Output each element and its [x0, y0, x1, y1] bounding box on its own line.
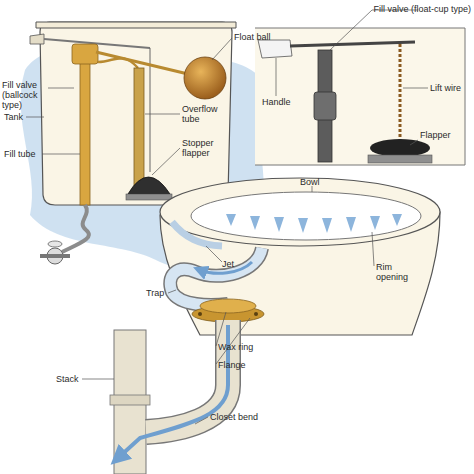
inset-tank: [255, 28, 465, 165]
leader-line: [330, 10, 372, 50]
stopper-flapper: [128, 177, 170, 194]
float-ball: [184, 57, 226, 99]
part-label: Overflow tube: [182, 104, 230, 124]
leader-line: [145, 114, 180, 115]
overflow-tube: [134, 68, 144, 186]
bowl-rim: [160, 178, 440, 246]
shutoff-handle: [48, 241, 62, 247]
inset-valve-seat: [368, 155, 432, 163]
leader-line: [403, 88, 428, 89]
inset-lift-wire: [399, 44, 402, 140]
leader-line: [410, 140, 418, 145]
flow-arrow: [322, 218, 332, 233]
stack-fitting: [110, 395, 150, 405]
leader-line: [212, 38, 232, 60]
inset-trip-lever: [290, 42, 415, 46]
leader-line: [152, 148, 180, 175]
leader-line: [372, 232, 374, 266]
tank-handle: [30, 34, 44, 44]
part-label: Wax ring: [218, 342, 278, 352]
flange-bolt: [198, 312, 202, 316]
leader-line: [82, 379, 114, 380]
part-label: Fill tube: [4, 149, 44, 159]
part-label: Tank: [4, 112, 44, 122]
tank-lid: [36, 22, 236, 28]
part-label: Closet bend: [210, 412, 280, 422]
fill-tube: [98, 58, 138, 68]
part-label: Stack: [56, 374, 86, 384]
flange-bolt: [254, 312, 258, 316]
shutoff-pipe: [40, 254, 70, 258]
part-label: Fill valve (ballcock type): [2, 80, 48, 110]
inset-flapper: [370, 139, 430, 157]
flow-arrow: [370, 216, 380, 230]
ballcock-head: [72, 44, 98, 64]
part-label: Lift wire: [430, 83, 474, 93]
jet-channel: [172, 222, 222, 246]
waste-flow-arrow: [118, 325, 228, 458]
lift-chain: [150, 48, 151, 172]
float-cup: [314, 92, 336, 120]
flow-arrow: [346, 217, 356, 232]
leader-line: [216, 312, 226, 346]
part-label: Trap: [146, 288, 176, 298]
fill-valve-shaft: [80, 60, 90, 205]
supply-line: [62, 205, 89, 252]
part-label: Flange: [218, 360, 278, 370]
bowl-opening: [191, 192, 421, 240]
flow-arrow: [250, 216, 260, 230]
part-label: Stopper flapper: [182, 138, 230, 158]
leader-lines: [26, 10, 428, 424]
part-label: Rim opening: [376, 262, 420, 282]
flush-valve-seat: [126, 194, 172, 200]
part-label: Handle: [262, 97, 312, 107]
flow-arrow: [298, 218, 308, 233]
leader-line: [48, 88, 74, 89]
leader-line: [26, 117, 44, 118]
leader-line: [276, 58, 277, 96]
leader-line: [168, 290, 176, 293]
wax-ring: [200, 299, 256, 313]
leader-line: [195, 417, 208, 424]
flow-arrow: [392, 214, 402, 226]
leader-line: [206, 246, 222, 262]
leader-line: [42, 154, 80, 155]
part-label: Flapper: [420, 130, 470, 140]
part-label: Float ball: [234, 32, 304, 42]
flow-arrow: [226, 214, 236, 226]
inset-handle: [258, 40, 292, 58]
part-label: Fill valve (float-cup type): [345, 4, 471, 14]
leader-line: [216, 318, 250, 364]
tank-body: [40, 22, 232, 205]
part-label: Bowl: [300, 177, 340, 187]
rim-flow-arrows: [226, 214, 402, 233]
flow-arrow: [274, 217, 284, 232]
part-label: Jet: [222, 259, 252, 269]
